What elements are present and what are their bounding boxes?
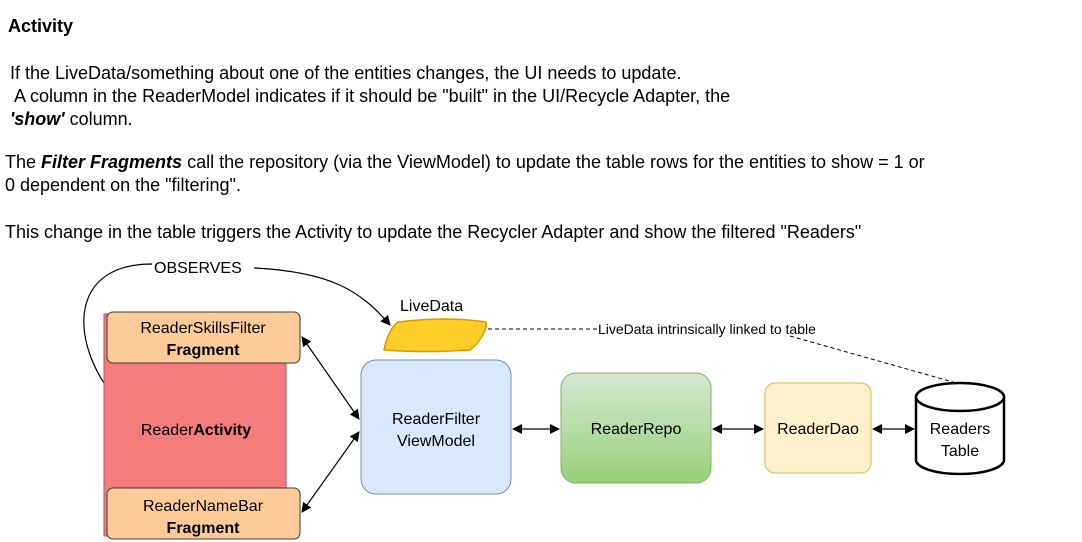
observes-label: OBSERVES (154, 260, 242, 277)
livedata-link-label: LiveData intrinsically linked to table (598, 321, 816, 337)
filter-fragments-keyword: Filter Fragments (41, 152, 183, 172)
observes-edge (83, 263, 391, 384)
reader-dao-box (764, 382, 872, 474)
repo-label: ReaderRepo (591, 421, 682, 438)
paragraph-1-line-2: A column in the ReaderModel indicates if… (14, 86, 731, 106)
readers-table-cylinder (914, 381, 1006, 476)
paragraph-2-prefix: The (5, 152, 42, 172)
namebar-fragment-line-1: ReaderNameBar (143, 498, 264, 515)
paragraph-1-line-1: If the LiveData/something about one of t… (10, 63, 682, 83)
reader-activity-label: ReaderActivity (141, 422, 251, 439)
skills-fragment-line-2: Fragment (167, 342, 241, 359)
reader-namebar-fragment (106, 487, 301, 540)
skills-fragment-line-1: ReaderSkillsFilter (140, 320, 266, 337)
livedata-table-link (488, 328, 961, 385)
livedata-shape (383, 318, 487, 353)
edge-namebar-viewmodel (301, 431, 360, 513)
heading: Activity (8, 16, 74, 36)
table-line-1: Readers (930, 421, 990, 438)
livedata-label: LiveData (400, 298, 463, 315)
show-keyword: 'show' (10, 109, 65, 129)
reader-skills-filter-fragment (106, 311, 301, 364)
paragraph-2-line-1: The Filter Fragments call the repository… (5, 151, 925, 173)
paragraph-2-rest: call the repository (via the ViewModel) … (182, 152, 925, 172)
viewmodel-line-2: ViewModel (397, 433, 475, 450)
edge-skills-viewmodel (301, 336, 360, 420)
paragraph-3: This change in the table triggers the Ac… (5, 222, 862, 242)
viewmodel-line-1: ReaderFilter (392, 411, 481, 428)
paragraph-1-line-3-rest: column. (64, 109, 133, 129)
reader-filter-viewmodel-box (360, 359, 512, 495)
table-line-2: Table (941, 443, 979, 460)
dao-label: ReaderDao (777, 421, 859, 438)
paragraph-1-line-3: 'show' column. (10, 108, 133, 130)
observes-label-bg (152, 258, 254, 276)
paragraph-2-line-2: 0 dependent on the "filtering". (5, 175, 241, 195)
reader-repo-box (560, 372, 712, 484)
namebar-fragment-line-2: Fragment (167, 520, 241, 537)
